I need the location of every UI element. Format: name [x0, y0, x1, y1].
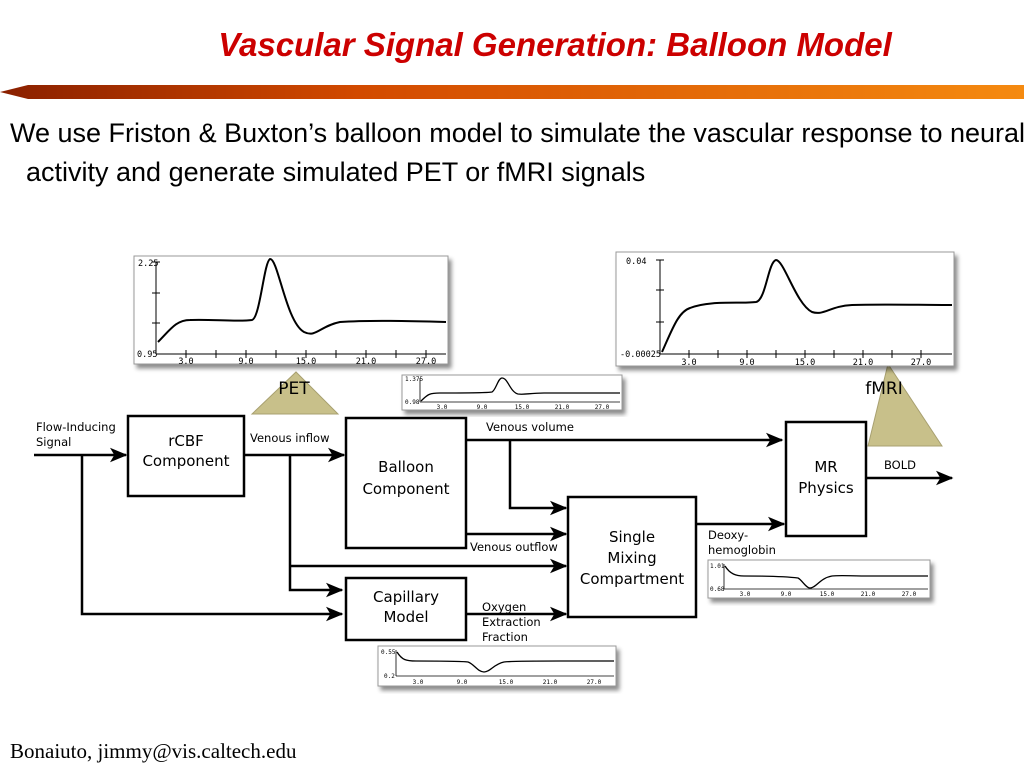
oef-curve: [396, 651, 614, 673]
svg-text:3.0: 3.0: [437, 404, 448, 411]
svg-text:15.0: 15.0: [795, 358, 815, 368]
oef-label-line3: Fraction: [482, 630, 528, 644]
svg-text:-0.00025: -0.00025: [620, 350, 661, 360]
input-label-line1: Flow-Inducing: [36, 420, 116, 434]
svg-text:15.0: 15.0: [499, 679, 514, 686]
venous-volume-label: Venous volume: [486, 420, 574, 434]
pet-output-triangle: [250, 371, 340, 415]
svg-text:9.0: 9.0: [477, 404, 488, 411]
svg-text:Mixing: Mixing: [607, 549, 656, 567]
svg-text:27.0: 27.0: [902, 591, 917, 598]
svg-text:Physics: Physics: [798, 479, 854, 497]
svg-text:9.0: 9.0: [457, 679, 468, 686]
venous-volume-plot: 1.375 0.98 3.0 9.0 15.0 21.0 27.0: [401, 374, 623, 411]
slide-footer: Bonaiuto, jimmy@vis.caltech.edu: [10, 739, 297, 763]
svg-text:21.0: 21.0: [853, 358, 873, 368]
mr-physics-block: MR Physics: [784, 420, 868, 538]
oef-label-line2: Extraction: [482, 615, 541, 629]
bold-label: BOLD: [884, 458, 916, 472]
svg-text:3.0: 3.0: [681, 358, 696, 368]
deoxy-label-line1: Deoxy-: [708, 528, 748, 542]
svg-text:3.0: 3.0: [178, 357, 193, 367]
oef-plot: 0.55 0.2 3.0 9.0 15.0 21.0 27.0: [377, 645, 617, 687]
svg-text:Capillary: Capillary: [373, 588, 439, 606]
fmri-label: fMRI: [865, 379, 902, 399]
svg-text:27.0: 27.0: [416, 357, 436, 367]
svg-text:1.01: 1.01: [710, 563, 725, 570]
svg-text:21.0: 21.0: [543, 679, 558, 686]
deoxyhemoglobin-plot: 1.01 0.68 3.0 9.0 15.0 21.0 27.0: [707, 559, 931, 599]
svg-text:0.68: 0.68: [710, 586, 725, 593]
svg-text:Model: Model: [383, 608, 428, 626]
svg-text:Single: Single: [609, 528, 655, 546]
svg-text:15.0: 15.0: [515, 404, 530, 411]
svg-text:3.0: 3.0: [413, 679, 424, 686]
svg-text:0.2: 0.2: [384, 673, 395, 680]
oef-label-line1: Oxygen: [482, 600, 526, 614]
svg-text:15.0: 15.0: [296, 357, 316, 367]
pet-signal-curve: [157, 257, 447, 343]
svg-text:0.55: 0.55: [381, 649, 396, 656]
pet-label: PET: [278, 379, 310, 399]
svg-text:Balloon: Balloon: [378, 458, 434, 476]
venous-inflow-label: Venous inflow: [250, 431, 329, 445]
svg-text:15.0: 15.0: [820, 591, 835, 598]
slide-body-text: We use Friston & Buxton’s balloon model …: [10, 118, 1024, 187]
fmri-output-triangle: [867, 362, 943, 447]
svg-text:0.95: 0.95: [137, 350, 157, 360]
svg-text:0.04: 0.04: [626, 257, 646, 267]
svg-text:21.0: 21.0: [356, 357, 376, 367]
svg-text:27.0: 27.0: [911, 358, 931, 368]
pet-signal-plot: 2.25 0.95 3.0 9.0 15.0 21.0 27.0: [133, 255, 449, 367]
capillary-model-block: Capillary Model: [344, 576, 468, 642]
svg-text:MR: MR: [814, 458, 837, 476]
svg-text:3.0: 3.0: [740, 591, 751, 598]
svg-text:1.375: 1.375: [405, 376, 423, 383]
svg-text:0.98: 0.98: [405, 399, 420, 406]
svg-text:rCBF: rCBF: [168, 432, 204, 450]
rcbf-component-block: rCBF Component: [126, 414, 246, 498]
input-label-line2: Signal: [36, 435, 71, 449]
fmri-signal-plot: 0.04 -0.00025 3.0 9.0 15.0 21.0 27.0: [615, 251, 955, 368]
svg-text:27.0: 27.0: [595, 404, 610, 411]
venous-volume-curve: [420, 377, 620, 402]
svg-text:9.0: 9.0: [781, 591, 792, 598]
svg-text:Component: Component: [142, 452, 229, 470]
fmri-signal-curve: [661, 258, 953, 353]
slide-title: Vascular Signal Generation: Balloon Mode…: [218, 26, 892, 63]
connections: [34, 432, 954, 622]
deoxy-label-line2: hemoglobin: [708, 543, 776, 557]
deoxyhemoglobin-curve: [724, 565, 928, 589]
single-mixing-compartment-block: Single Mixing Compartment: [566, 495, 698, 619]
svg-text:9.0: 9.0: [739, 358, 754, 368]
svg-text:21.0: 21.0: [861, 591, 876, 598]
venous-outflow-label: Venous outflow: [470, 540, 558, 554]
svg-text:21.0: 21.0: [555, 404, 570, 411]
title-underline-bar: [0, 85, 1024, 99]
svg-text:2.25: 2.25: [138, 259, 158, 269]
edge-labels: Flow-Inducing Signal Venous inflow Venou…: [36, 420, 916, 644]
svg-text:Component: Component: [362, 480, 449, 498]
svg-text:27.0: 27.0: [587, 679, 602, 686]
svg-text:9.0: 9.0: [238, 357, 253, 367]
balloon-component-block: Balloon Component: [344, 416, 468, 550]
svg-text:Compartment: Compartment: [580, 570, 684, 588]
